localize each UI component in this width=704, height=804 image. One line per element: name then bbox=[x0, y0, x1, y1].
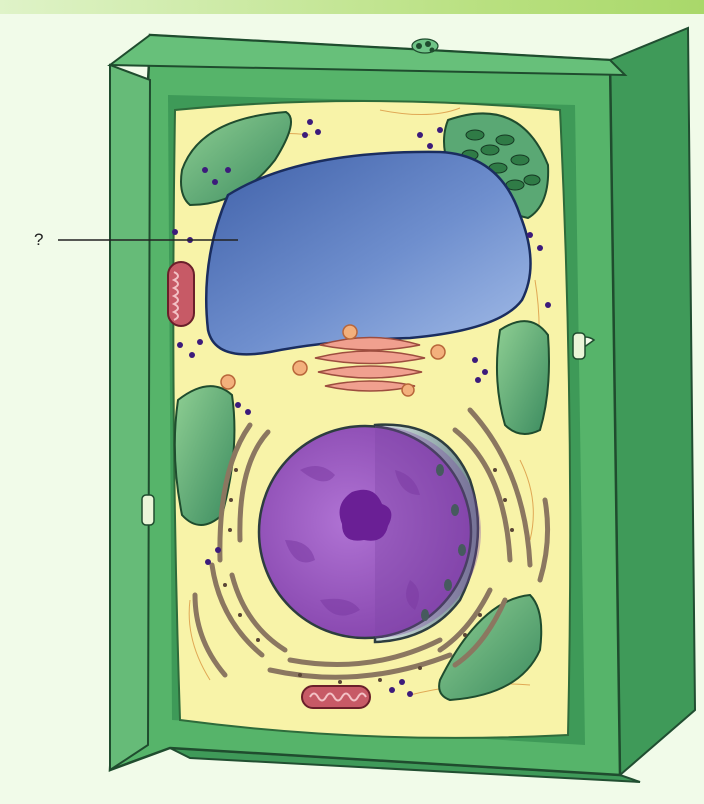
question-label: ? bbox=[34, 230, 43, 250]
vacuole bbox=[206, 152, 530, 354]
nucleus bbox=[259, 425, 481, 642]
